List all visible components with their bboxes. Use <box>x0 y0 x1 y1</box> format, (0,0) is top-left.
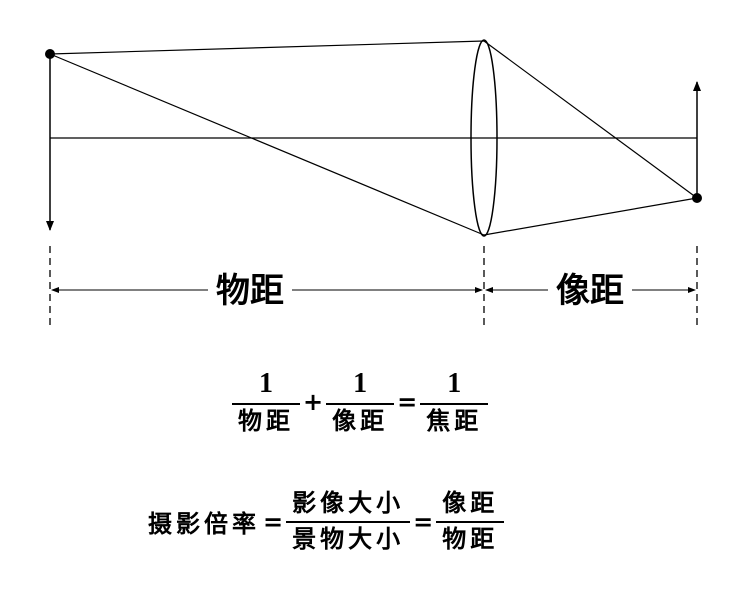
fraction-image-distance: 1 像距 <box>326 368 395 436</box>
denominator-object-size: 景物大小 <box>292 524 405 553</box>
convex-lens <box>470 39 498 237</box>
image-distance-label: 像距 <box>556 271 624 311</box>
lens-ray-diagram: 物距 像距 <box>45 39 702 330</box>
fraction-distance-ratio: 像距 物距 <box>436 489 505 553</box>
denominator-object-distance: 物距 <box>442 524 499 553</box>
fraction-bar <box>326 403 395 406</box>
fraction-size-ratio: 影像大小 景物大小 <box>286 489 411 553</box>
numerator-image-size: 影像大小 <box>292 489 405 517</box>
fraction-object-distance: 1 物距 <box>232 368 300 436</box>
numerator-one: 1 <box>447 368 462 399</box>
fraction-bar <box>436 520 505 523</box>
ray-bottom-refracted <box>483 197 698 236</box>
ray-diagonal <box>49 53 485 236</box>
fraction-bar <box>420 403 489 406</box>
numerator-one: 1 <box>353 368 368 399</box>
fraction-focal-length: 1 焦距 <box>420 368 489 436</box>
numerator-image-distance: 像距 <box>442 489 499 517</box>
magnification-equation: 摄影倍率 = 影像大小 景物大小 = 像距 物距 <box>148 489 505 553</box>
denominator-focal-length: 焦距 <box>426 407 483 436</box>
lens-equation: 1 物距 + 1 像距 = 1 焦距 <box>232 368 489 436</box>
ray-top-refracted <box>483 40 698 199</box>
equals-sign: = <box>413 507 434 536</box>
ray-top <box>49 40 485 55</box>
fraction-bar <box>286 520 411 523</box>
numerator-one: 1 <box>259 368 273 399</box>
denominator-image-distance: 像距 <box>332 407 389 436</box>
fraction-bar <box>232 403 300 406</box>
equals-sign: = <box>263 507 284 536</box>
plus-sign: + <box>303 387 324 416</box>
magnification-label: 摄影倍率 <box>148 510 260 539</box>
object-distance-label: 物距 <box>216 271 284 311</box>
equals-sign: = <box>397 387 418 416</box>
denominator-object-distance: 物距 <box>238 407 294 436</box>
